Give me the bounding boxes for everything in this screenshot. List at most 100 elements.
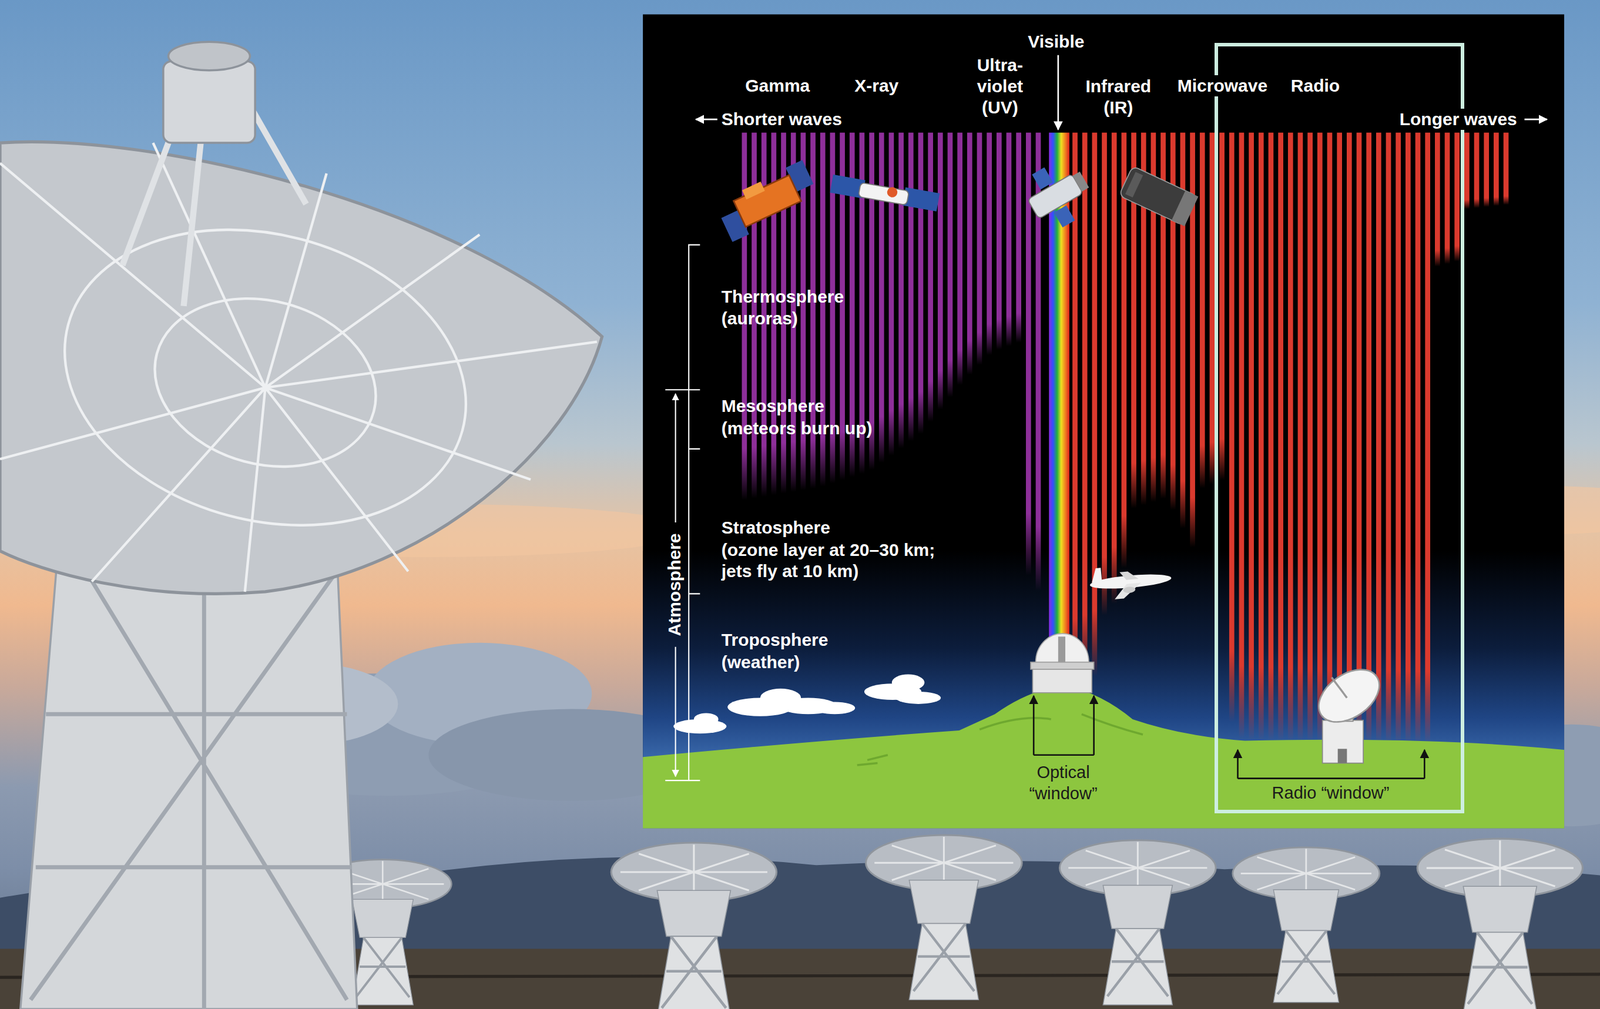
ground-radio-dish bbox=[1309, 658, 1390, 763]
shorter-arrow bbox=[695, 118, 717, 121]
wave-stripe bbox=[1111, 132, 1118, 605]
large-radio-dish bbox=[0, 41, 603, 1009]
wave-stripe bbox=[1424, 132, 1431, 746]
wave-stripe bbox=[1297, 132, 1304, 742]
array-dishes bbox=[1417, 838, 1583, 1009]
inset-clouds bbox=[814, 701, 855, 714]
ground-radio-dish bbox=[1309, 658, 1390, 733]
large-radio-dish bbox=[30, 530, 352, 1009]
airplane bbox=[1088, 561, 1173, 602]
array-dishes bbox=[866, 834, 1023, 1000]
wave-stripe bbox=[967, 132, 973, 375]
inset-clouds bbox=[673, 674, 941, 734]
large-radio-dish bbox=[168, 41, 251, 71]
wave-stripe bbox=[1405, 132, 1411, 745]
wave-stripe bbox=[1386, 132, 1392, 744]
wave-stripe bbox=[879, 132, 885, 464]
wave-stripe bbox=[1366, 132, 1372, 744]
infrared-telescope bbox=[1171, 190, 1199, 227]
radio-window-bracket bbox=[1236, 749, 1239, 779]
atmosphere-arrow bbox=[675, 393, 677, 523]
wave-stripe bbox=[889, 132, 895, 456]
wave-stripe bbox=[1395, 132, 1401, 744]
wave-stripe bbox=[947, 132, 954, 398]
xray-satellite bbox=[858, 182, 909, 206]
atmosphere-bracket bbox=[665, 245, 700, 781]
wave-stripe bbox=[1082, 132, 1088, 681]
wave-stripe bbox=[1336, 132, 1343, 743]
layer-note: (ozone layer at 20–30 km; jets fly at 10… bbox=[721, 539, 951, 582]
wave-stripe bbox=[1434, 132, 1441, 267]
large-radio-dish bbox=[31, 186, 500, 569]
wave-stripe bbox=[1444, 132, 1451, 264]
radio-window-bracket bbox=[1238, 777, 1425, 780]
wave-stripe bbox=[986, 132, 992, 355]
wave-stripe bbox=[1503, 132, 1509, 206]
layer-name: Thermosphere bbox=[721, 286, 844, 308]
window-label: Optical “window” bbox=[1029, 761, 1098, 804]
wave-stripe bbox=[927, 132, 934, 422]
gamma-satellite bbox=[733, 175, 801, 227]
direction-label: Shorter waves bbox=[721, 108, 843, 130]
optical-window-bracket bbox=[1033, 753, 1094, 756]
wavelength-stripes bbox=[742, 132, 1509, 746]
observatory bbox=[1030, 633, 1095, 693]
wave-stripe bbox=[1278, 132, 1284, 741]
wave-stripe bbox=[1346, 132, 1353, 743]
atmosphere-label: Atmosphere bbox=[663, 532, 686, 636]
spectrum-inset bbox=[642, 14, 1565, 828]
wave-stripe bbox=[1474, 132, 1480, 209]
optical-window-bracket bbox=[1092, 695, 1095, 756]
layer-name: Stratosphere bbox=[721, 517, 831, 539]
band-label: Infrared (IR) bbox=[1085, 75, 1152, 119]
band-label: X-ray bbox=[854, 75, 899, 97]
large-radio-dish bbox=[0, 141, 603, 594]
wave-stripe bbox=[1015, 132, 1022, 343]
optical-window-bracket bbox=[1033, 695, 1094, 756]
ground-radio-dish bbox=[1337, 748, 1348, 763]
wave-stripe bbox=[1287, 132, 1294, 741]
wave-stripe bbox=[1307, 132, 1313, 742]
radio-window-bracket bbox=[1238, 749, 1425, 779]
array-dishes bbox=[611, 842, 777, 1009]
inset-clouds bbox=[891, 674, 925, 692]
array-dishes bbox=[1232, 847, 1380, 1003]
wave-stripe bbox=[908, 132, 914, 442]
band-label: Visible bbox=[1027, 31, 1085, 53]
radio-window-bracket bbox=[1423, 749, 1426, 779]
wave-stripe bbox=[1376, 132, 1382, 744]
airplane bbox=[1119, 570, 1139, 581]
layer-note: (auroras) bbox=[721, 307, 798, 330]
wave-stripe bbox=[1493, 132, 1499, 207]
observatory bbox=[1030, 662, 1095, 670]
wave-stripe bbox=[937, 132, 944, 410]
wave-stripe bbox=[1092, 132, 1098, 677]
optical-window-bracket bbox=[1032, 695, 1035, 756]
longer-arrow bbox=[1524, 118, 1547, 121]
airplane bbox=[1122, 586, 1136, 594]
observatory bbox=[1058, 636, 1066, 662]
band-label: Gamma bbox=[745, 75, 810, 97]
infrared-telescope bbox=[1125, 171, 1143, 198]
wave-stripe bbox=[1464, 132, 1470, 210]
hubble-telescope bbox=[1027, 173, 1083, 219]
layer-note: (meteors burn up) bbox=[721, 417, 873, 439]
airplane bbox=[1113, 582, 1143, 600]
hubble-telescope bbox=[1017, 152, 1100, 236]
observatory bbox=[1035, 633, 1089, 663]
radio-window-box: RadioRadio “window” bbox=[1214, 42, 1465, 814]
ground-hills bbox=[642, 685, 1565, 829]
ground-radio-dish bbox=[1331, 677, 1347, 699]
wave-stripe bbox=[1006, 132, 1012, 347]
wave-stripe bbox=[1248, 132, 1254, 740]
inset-clouds bbox=[693, 713, 719, 726]
wave-stripe bbox=[1356, 132, 1363, 743]
layer-name: Troposphere bbox=[721, 629, 829, 651]
visible-arrow bbox=[1057, 55, 1060, 130]
large-radio-dish bbox=[135, 274, 395, 491]
wave-stripe bbox=[1327, 132, 1333, 743]
wave-stripe bbox=[1229, 132, 1235, 723]
